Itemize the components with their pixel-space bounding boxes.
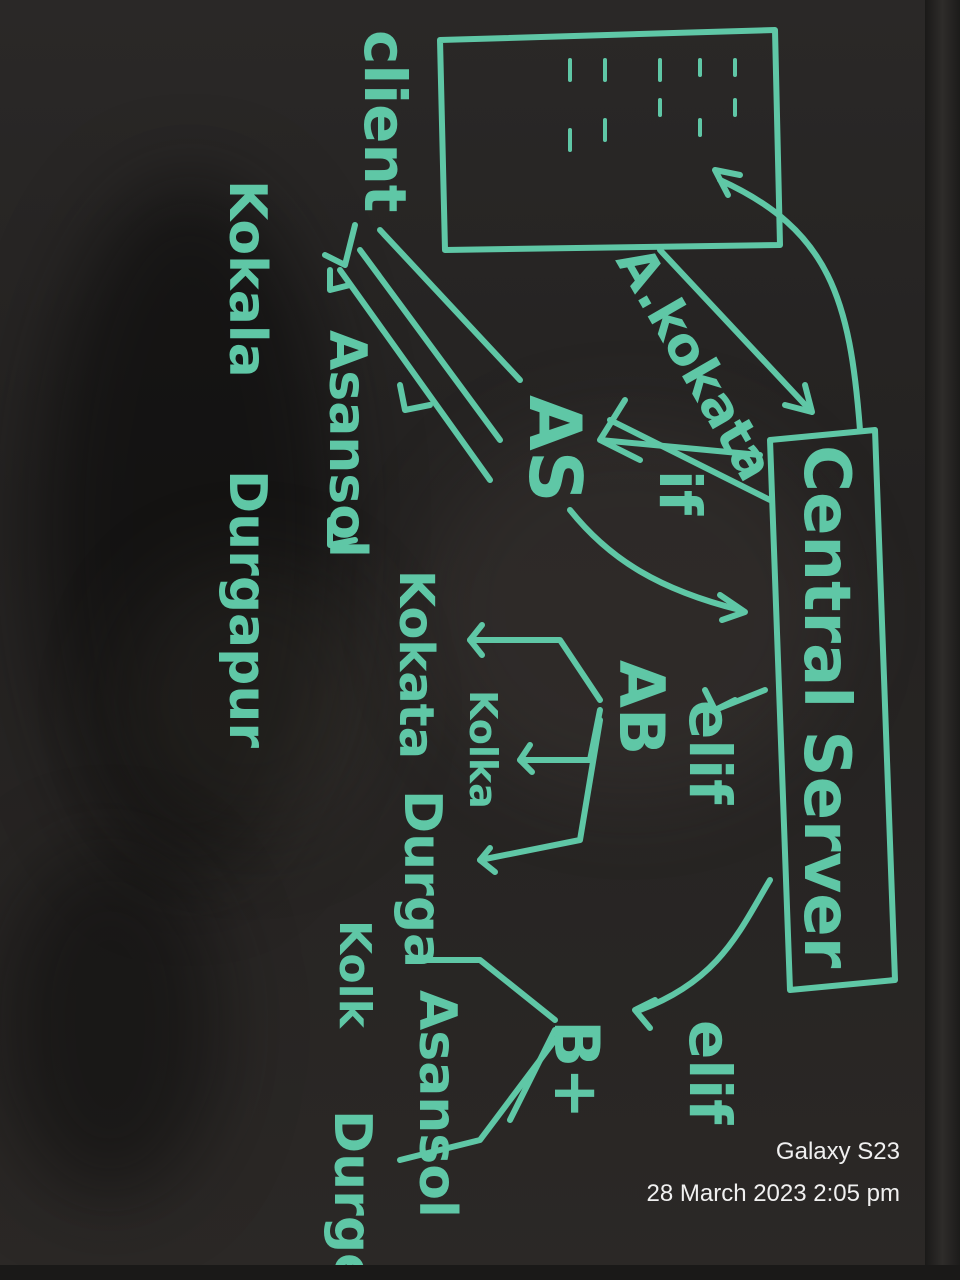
device-bezel-bottom (0, 1265, 960, 1280)
db-to-server-arrow (657, 247, 813, 413)
arrowhead (517, 742, 535, 775)
arrowhead (632, 997, 658, 1031)
database-box (437, 27, 783, 253)
elif-arrow-1 (702, 687, 768, 713)
box-dots (568, 58, 737, 152)
asansol-label-1: Asansol (317, 330, 377, 558)
central-server-label: Central Server (789, 445, 863, 969)
ab-branch-2 (517, 707, 603, 763)
if-arrows-2 (607, 417, 773, 503)
arrowhead (782, 382, 815, 415)
durga-label-2: Durge (322, 1110, 382, 1280)
elif-arrow-2 (637, 877, 773, 1013)
shadow-area-lower (0, 850, 220, 1200)
watermark-datetime: 28 March 2023 2:05 pm (646, 1180, 901, 1207)
client-arrow-2 (397, 382, 433, 413)
device-bezel-right (925, 0, 960, 1280)
ab-branch-1 (467, 637, 603, 703)
light-glare-left (120, 560, 380, 840)
as-to-elif-arrow (567, 507, 743, 613)
durga-label: Durga (392, 790, 452, 968)
bplus-branch-1 (407, 957, 558, 1023)
kolk-label: Kolk (329, 920, 380, 1030)
as-label: AS (513, 395, 597, 503)
server-to-db-arrow (717, 177, 863, 433)
arrowhead (712, 167, 743, 198)
client-label: client (351, 30, 419, 213)
arrowhead (477, 845, 498, 875)
client-branch-1 (377, 227, 523, 383)
shadow-area (40, 180, 340, 880)
ab-label: AB (605, 660, 678, 755)
client-branch-2 (357, 247, 503, 443)
durgapur-label-1: Durgapur (217, 470, 277, 748)
elif-label-1: elif (676, 700, 744, 805)
kokala-label-1: Kokala (217, 180, 277, 378)
elif-label-2: elif (676, 1020, 744, 1125)
client-branch-3 (337, 267, 493, 483)
client-arrow-1 (322, 222, 358, 268)
asansol-label-2: Asansol (407, 990, 467, 1218)
if-label: if (646, 470, 714, 516)
camera-watermark: Galaxy S23 28 March 2023 2:05 pm (647, 1136, 901, 1210)
kokala-arrow (327, 267, 353, 293)
kolkata-label-3: Kolka (461, 690, 505, 809)
asansol-arrow (327, 517, 358, 548)
arrowhead (717, 592, 748, 623)
ab-branch-3 (477, 717, 603, 863)
central-server-box (767, 427, 898, 993)
kokata-label-2: Kokata (388, 570, 444, 759)
arrowhead (467, 622, 485, 658)
bplus-branch-3 (397, 1037, 558, 1163)
watermark-device: Galaxy S23 (775, 1138, 900, 1165)
